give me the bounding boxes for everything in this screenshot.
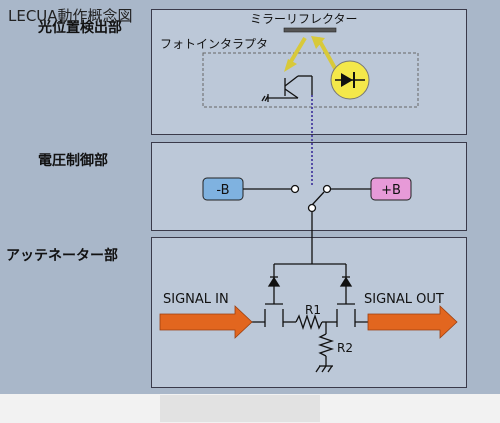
- section-label-voltage-control: 電圧制御部: [38, 153, 108, 169]
- mirror-reflector: [283, 27, 337, 33]
- panel-attenuator: [151, 237, 467, 388]
- signal-out-arrow: [367, 305, 458, 339]
- photo-interrupter-label: フォトインタラプタ: [160, 37, 268, 51]
- section-label-attenuator: アッテネーター部: [6, 248, 118, 264]
- phototransistor: [261, 75, 313, 102]
- signal-out-label: SIGNAL OUT: [364, 292, 444, 307]
- figure-caption: LECUA動作概念図: [8, 7, 133, 25]
- light-path: [284, 36, 338, 72]
- led-icon: [330, 60, 370, 100]
- minus-b-label: -B: [216, 183, 229, 198]
- attenuator-circuit: [248, 263, 372, 373]
- r2-label: R2: [337, 341, 353, 355]
- plus-b-label: +B: [381, 183, 401, 198]
- mirror-reflector-label: ミラーリフレクター: [250, 12, 358, 26]
- caption-ghost-text: [160, 395, 320, 422]
- switch-symbol: [243, 184, 371, 264]
- signal-in-label: SIGNAL IN: [163, 292, 229, 307]
- r1-label: R1: [305, 303, 321, 317]
- photo-interrupter-box: [202, 52, 419, 108]
- signal-in-arrow: [159, 305, 253, 339]
- section-label-position-detector: 光位置検出部: [38, 20, 122, 36]
